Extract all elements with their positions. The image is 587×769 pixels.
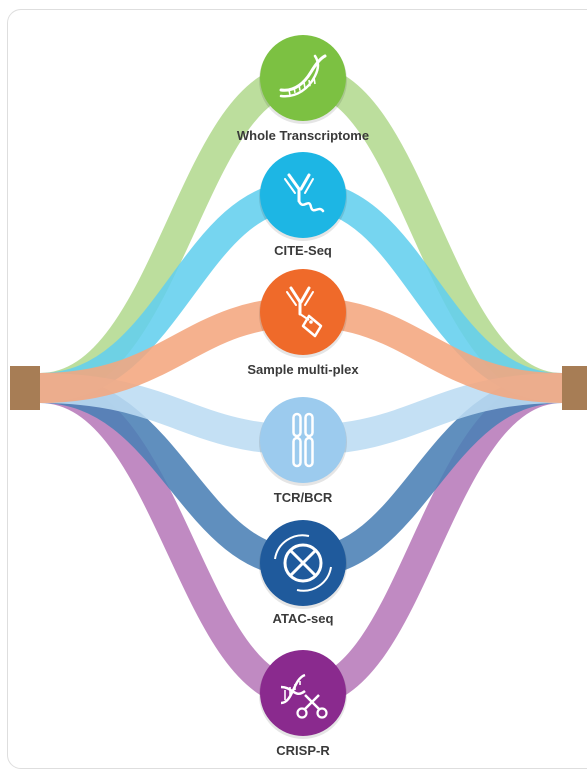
node-sample-multiplex <box>259 269 347 358</box>
tcr-bcr-label: TCR/BCR <box>274 490 333 505</box>
chromosome-icon <box>292 412 314 468</box>
left-hub-bar <box>10 366 40 410</box>
node-crisp-r <box>259 650 347 739</box>
antibody-tag-icon <box>286 286 323 338</box>
sample-multiplex-circle <box>260 269 346 355</box>
antibody-oligo-icon <box>284 173 325 213</box>
node-atac-seq <box>259 520 347 609</box>
node-whole-transcriptome <box>259 35 347 124</box>
cite-seq-circle <box>260 152 346 238</box>
right-hub-bar <box>562 366 587 410</box>
chromatin-access-icon <box>274 534 332 592</box>
cite-seq-label: CITE-Seq <box>274 243 332 258</box>
dna-scissors-icon <box>280 673 328 719</box>
node-tcr-bcr <box>259 397 347 486</box>
node-cite-seq <box>259 152 347 241</box>
whole-transcriptome-circle <box>260 35 346 121</box>
rna-strand-icon <box>279 54 327 98</box>
sample-multiplex-label: Sample multi-plex <box>247 362 359 377</box>
whole-transcriptome-label: Whole Transcriptome <box>237 128 369 143</box>
crisp-r-label: CRISP-R <box>276 743 330 758</box>
tcr-bcr-circle <box>260 397 346 483</box>
atac-seq-label: ATAC-seq <box>273 611 334 626</box>
